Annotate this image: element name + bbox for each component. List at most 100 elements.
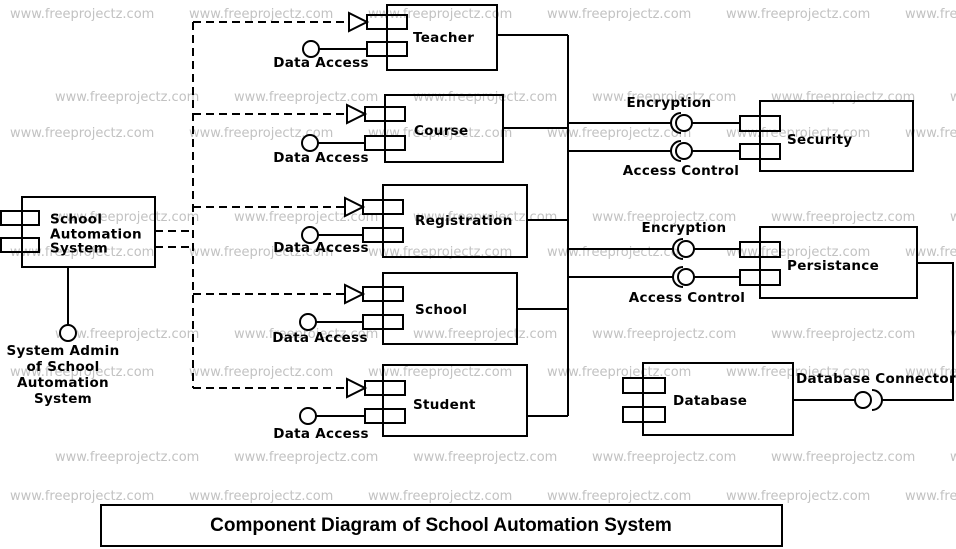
sas-label-line1: School (50, 211, 103, 228)
registration-port-top (362, 199, 404, 215)
system-admin-label: System Admin of School Automation System (7, 343, 120, 407)
watermark-text: www.freeprojectz.com (592, 210, 737, 225)
school-automation-system-label: School Automation System (50, 212, 142, 256)
persistance-port-bottom (739, 269, 781, 286)
title-frame (100, 504, 783, 547)
watermark-text: www.freeprojectz.com (413, 90, 558, 105)
database-connector-socket (871, 389, 883, 411)
data-access-label-student: Data Access (273, 426, 369, 442)
database-connector-ball (854, 391, 872, 409)
encryption-security-ball (675, 114, 693, 132)
watermark-text: www.freeprojectz.com (592, 327, 737, 342)
diagram-title: Component Diagram of School Automation S… (210, 515, 672, 536)
dependency-arrowhead-school (344, 283, 366, 305)
school-port-top (362, 286, 404, 302)
watermark-text: www.freeprojectz.com (55, 210, 200, 225)
watermark-text: www.freeprojectz.com (189, 489, 334, 504)
course-label: Course (414, 123, 469, 139)
watermark-text: www.freeprojectz.com (368, 489, 513, 504)
access-control-persistance-socket (672, 266, 684, 288)
access-control-security-socket (670, 140, 682, 162)
watermark-text: www.freeprojectz.com (950, 450, 956, 465)
watermark-text: www.freeprojectz.com (368, 7, 513, 22)
access-control-persistance-ball (677, 268, 695, 286)
dependency-arrowhead-teacher (348, 11, 370, 33)
watermark-text: www.freeprojectz.com (726, 7, 871, 22)
watermark-text: www.freeprojectz.com (189, 126, 334, 141)
admin-label-line2: of School (26, 359, 100, 375)
watermark-text: www.freeprojectz.com (368, 365, 513, 380)
school-automation-system-port-top (0, 210, 40, 226)
watermark-text: www.freeprojectz.com (234, 450, 379, 465)
watermark-text: www.freeprojectz.com (905, 489, 956, 504)
access-control-security-ball (675, 142, 693, 160)
persistance-database-link (882, 262, 954, 401)
watermark-text: www.freeprojectz.com (950, 90, 956, 105)
watermark-text: www.freeprojectz.com (10, 7, 155, 22)
watermark-text: www.freeprojectz.com (547, 126, 692, 141)
database-connector-label: Database Connector (796, 371, 956, 387)
student-box (382, 364, 528, 437)
watermark-text: www.freeprojectz.com (234, 327, 379, 342)
watermark-text: www.freeprojectz.com (726, 489, 871, 504)
student-data-access-lollipop (299, 407, 317, 425)
teacher-data-access-lollipop (302, 40, 320, 58)
dependency-arrowhead-course (346, 103, 368, 125)
watermark-text: www.freeprojectz.com (55, 327, 200, 342)
dependency-arrowhead-student (346, 377, 368, 399)
encryption-persistance-ball (677, 240, 695, 258)
watermark-text: www.freeprojectz.com (592, 450, 737, 465)
watermark-text: www.freeprojectz.com (189, 365, 334, 380)
watermark-text: www.freeprojectz.com (55, 90, 200, 105)
registration-data-access-lollipop (301, 226, 319, 244)
data-access-label-teacher: Data Access (273, 55, 369, 71)
watermark-text: www.freeprojectz.com (10, 126, 155, 141)
teacher-label: Teacher (413, 30, 475, 46)
encryption-label-persistance: Encryption (641, 220, 727, 236)
database-port-bottom (622, 406, 666, 423)
watermark-text: www.freeprojectz.com (726, 126, 871, 141)
sas-label-line3: System (50, 240, 109, 257)
watermark-text: www.freeprojectz.com (547, 7, 692, 22)
teacher-port-top (366, 14, 408, 30)
watermark-text: www.freeprojectz.com (413, 450, 558, 465)
data-access-label-school: Data Access (272, 330, 368, 346)
school-data-access-lollipop (299, 313, 317, 331)
watermark-text: www.freeprojectz.com (905, 7, 956, 22)
data-access-label-registration: Data Access (273, 240, 369, 256)
watermark-text: www.freeprojectz.com (950, 210, 956, 225)
watermark-text: www.freeprojectz.com (55, 450, 200, 465)
dependency-arrowhead-registration (344, 196, 366, 218)
data-access-label-course: Data Access (273, 150, 369, 166)
security-label: Security (787, 132, 853, 148)
school-automation-system-port-bottom (0, 237, 40, 253)
watermark-text: www.freeprojectz.com (771, 327, 916, 342)
admin-label-line1: System Admin (6, 343, 120, 359)
database-port-top (622, 377, 666, 394)
watermark-text: www.freeprojectz.com (905, 365, 956, 380)
watermark-text: www.freeprojectz.com (189, 245, 334, 260)
registration-label: Registration (415, 213, 513, 229)
watermark-text: www.freeprojectz.com (905, 126, 956, 141)
access-control-label-persistance: Access Control (628, 290, 746, 306)
sas-label-line2: Automation (50, 225, 142, 242)
watermark-text: www.freeprojectz.com (10, 365, 155, 380)
watermark-text: www.freeprojectz.com (771, 450, 916, 465)
watermark-text: www.freeprojectz.com (547, 365, 692, 380)
encryption-persistance-socket (672, 238, 684, 260)
security-port-bottom (739, 143, 781, 160)
admin-actor-lollipop (59, 324, 77, 342)
watermark-text: www.freeprojectz.com (413, 327, 558, 342)
watermark-text: www.freeprojectz.com (234, 210, 379, 225)
admin-label-line3: Automation (17, 375, 109, 391)
encryption-label-security: Encryption (626, 95, 712, 111)
persistance-port-top (739, 241, 781, 258)
teacher-box (386, 4, 498, 71)
watermark-text: www.freeprojectz.com (726, 365, 871, 380)
watermark-text: www.freeprojectz.com (10, 489, 155, 504)
student-port-bottom (364, 408, 406, 424)
course-port-top (364, 106, 406, 122)
watermark-text: www.freeprojectz.com (234, 90, 379, 105)
